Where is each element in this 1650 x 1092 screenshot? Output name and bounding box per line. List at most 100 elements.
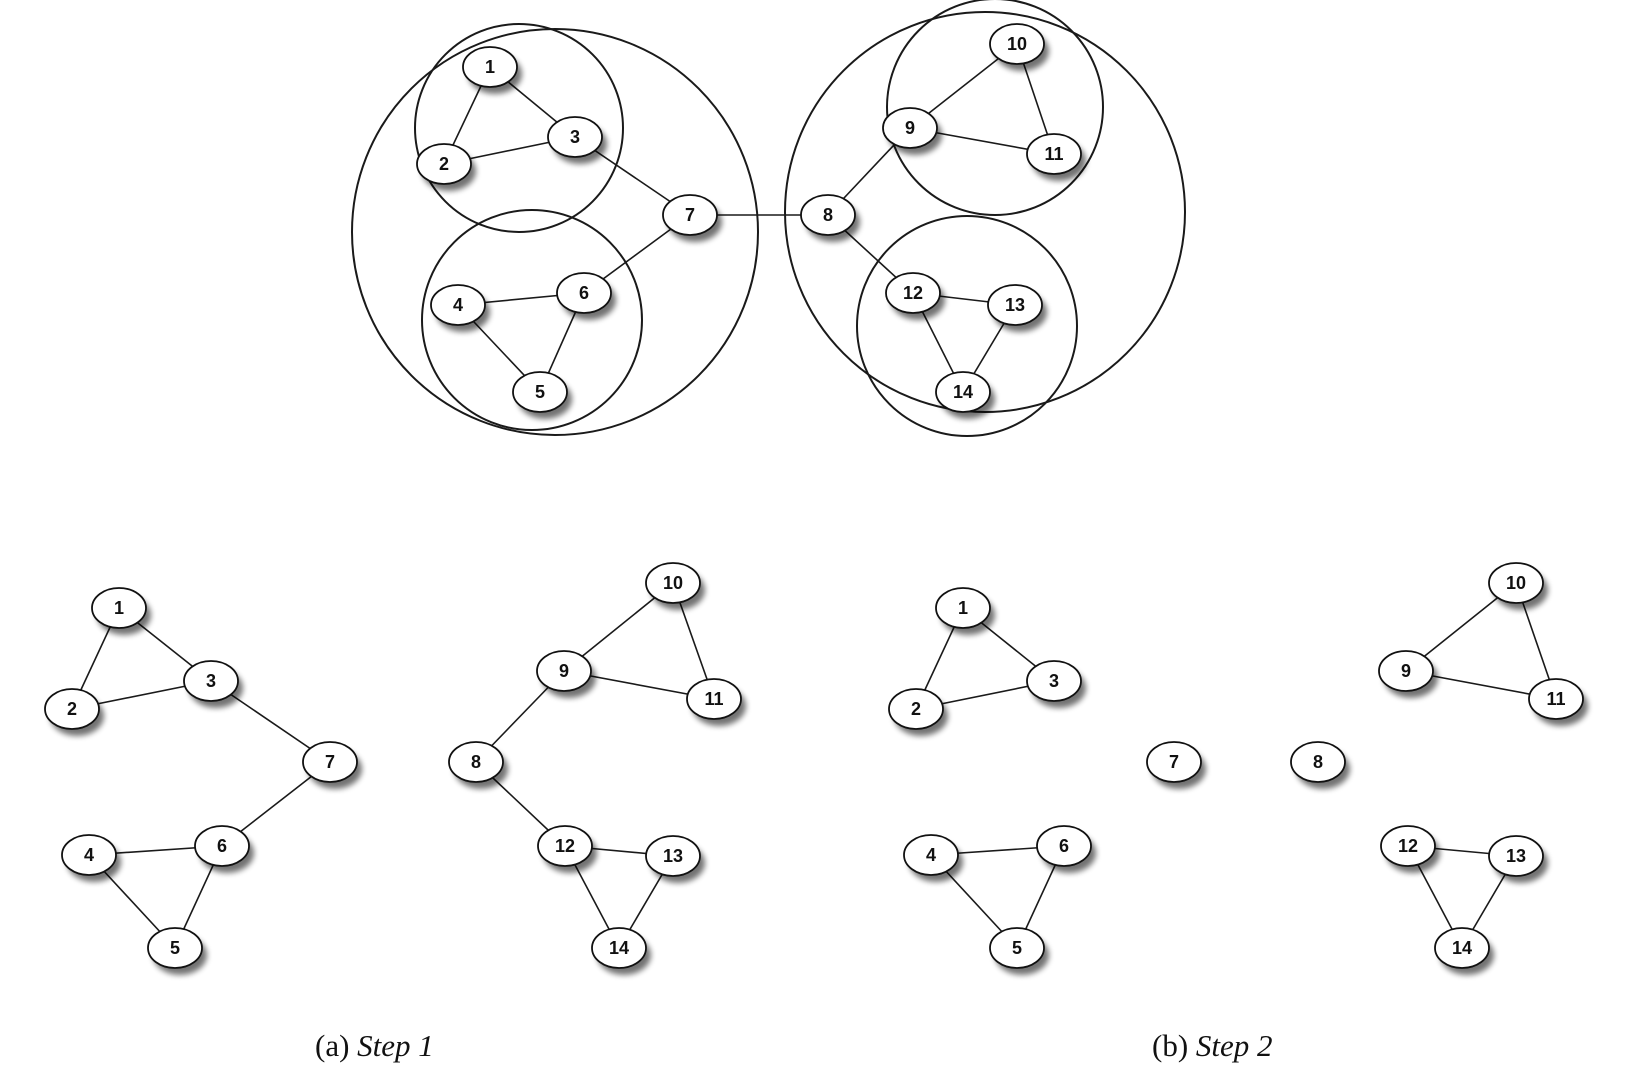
node-4: 4 [61, 834, 121, 882]
node-circle [556, 272, 612, 314]
node-label: 6 [579, 283, 589, 303]
node-label: 10 [1506, 573, 1526, 593]
node-circle [987, 284, 1043, 326]
node-circle [302, 741, 358, 783]
caption-b-prefix: (b) [1152, 1028, 1189, 1063]
node-1: 1 [462, 46, 522, 94]
node-label: 6 [217, 836, 227, 856]
node-2: 2 [888, 688, 948, 736]
node-2: 2 [44, 688, 104, 736]
node-label: 14 [953, 382, 973, 402]
node-circle [416, 143, 472, 185]
node-label: 12 [903, 283, 923, 303]
node-12: 12 [1380, 825, 1440, 873]
node-circle [1146, 741, 1202, 783]
node-label: 8 [471, 752, 481, 772]
node-label: 3 [570, 127, 580, 147]
node-circle [882, 107, 938, 149]
node-label: 1 [485, 57, 495, 77]
node-9: 9 [1378, 650, 1438, 698]
node-10: 10 [989, 23, 1049, 71]
node-label: 5 [535, 382, 545, 402]
node-14: 14 [935, 371, 995, 419]
node-circle [888, 688, 944, 730]
node-label: 3 [206, 671, 216, 691]
node-circle [512, 371, 568, 413]
node-8: 8 [448, 741, 508, 789]
node-label: 13 [663, 846, 683, 866]
node-6: 6 [556, 272, 616, 320]
node-circle [935, 371, 991, 413]
node-label: 5 [170, 938, 180, 958]
node-label: 2 [67, 699, 77, 719]
node-3: 3 [183, 660, 243, 708]
node-label: 11 [1546, 689, 1565, 709]
node-circle [1026, 660, 1082, 702]
node-6: 6 [1036, 825, 1096, 873]
node-circle [645, 835, 701, 877]
node-label: 13 [1005, 295, 1025, 315]
node-1: 1 [91, 587, 151, 635]
node-label: 12 [1398, 836, 1418, 856]
node-label: 12 [555, 836, 575, 856]
node-circle [1488, 835, 1544, 877]
node-label: 3 [1049, 671, 1059, 691]
node-13: 13 [987, 284, 1047, 332]
community-circle-4-5-6 [421, 209, 643, 431]
node-11: 11 [686, 678, 746, 726]
node-label: 6 [1059, 836, 1069, 856]
caption-panel-a: (a) Step 1 [315, 1028, 434, 1064]
node-circle [885, 272, 941, 314]
node-9: 9 [882, 107, 942, 155]
node-7: 7 [1146, 741, 1206, 789]
node-14: 14 [591, 927, 651, 975]
node-circle [1528, 678, 1584, 720]
node-9: 9 [536, 650, 596, 698]
node-7: 7 [662, 194, 722, 242]
node-circle [903, 834, 959, 876]
edges [915, 582, 1557, 949]
node-10: 10 [1488, 562, 1548, 610]
node-11: 11 [1528, 678, 1588, 726]
node-circle [1380, 825, 1436, 867]
node-circle [1036, 825, 1092, 867]
edges [443, 43, 1055, 393]
node-7: 7 [302, 741, 362, 789]
node-circle [91, 587, 147, 629]
node-label: 4 [926, 845, 936, 865]
node-label: 10 [1007, 34, 1027, 54]
node-2: 2 [416, 143, 476, 191]
node-label: 7 [685, 205, 695, 225]
node-13: 13 [1488, 835, 1548, 883]
node-circle [686, 678, 742, 720]
node-label: 9 [559, 661, 569, 681]
node-label: 8 [1313, 752, 1323, 772]
node-label: 1 [958, 598, 968, 618]
node-8: 8 [1290, 741, 1350, 789]
community-circle-9-10-11 [886, 0, 1104, 216]
node-label: 4 [453, 295, 463, 315]
node-1: 1 [935, 587, 995, 635]
node-circle [183, 660, 239, 702]
node-circle [1026, 133, 1082, 175]
node-14: 14 [1434, 927, 1494, 975]
node-circle [662, 194, 718, 236]
caption-b-step: Step 2 [1195, 1028, 1273, 1063]
node-circle [591, 927, 647, 969]
node-circle [147, 927, 203, 969]
node-5: 5 [512, 371, 572, 419]
node-label: 11 [1044, 144, 1063, 164]
edges [71, 582, 715, 949]
node-3: 3 [547, 116, 607, 164]
node-label: 2 [911, 699, 921, 719]
node-label: 2 [439, 154, 449, 174]
node-label: 10 [663, 573, 683, 593]
node-13: 13 [645, 835, 705, 883]
node-label: 1 [114, 598, 124, 618]
